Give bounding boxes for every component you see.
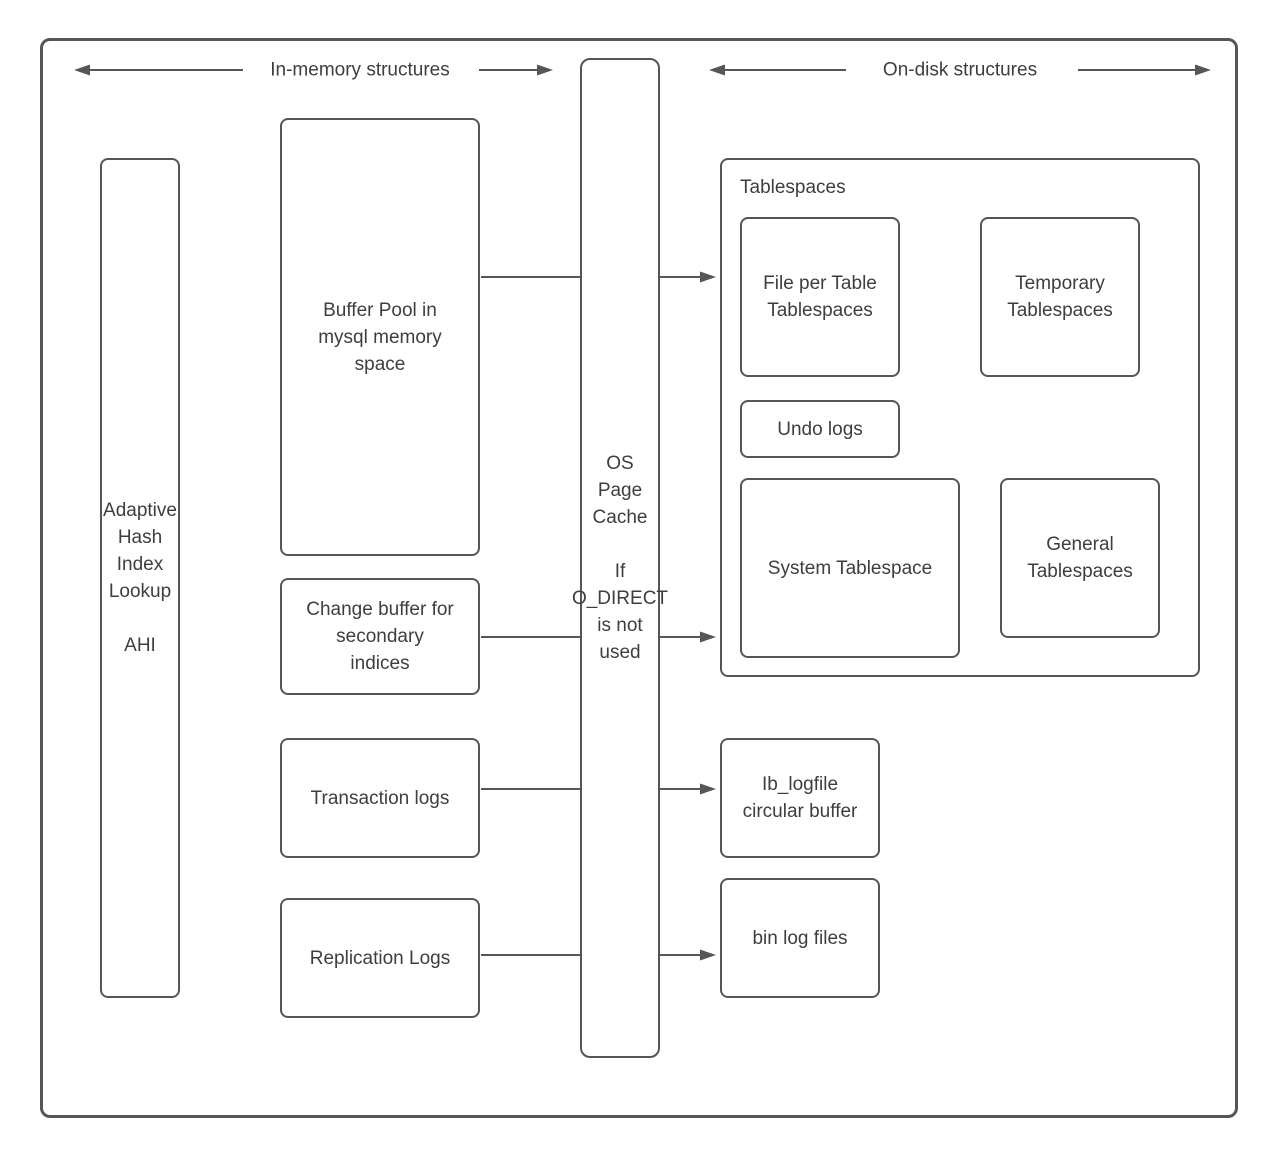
adaptive-hash-index-box: Adaptive Hash Index Lookup AHI (100, 158, 180, 998)
general-tablespaces-box: General Tablespaces (1000, 478, 1160, 638)
replication-logs-box: Replication Logs (280, 898, 480, 1018)
undo-logs-label: Undo logs (777, 418, 863, 440)
file-per-table-tablespaces-label: File per Table Tablespaces (763, 273, 877, 321)
file-per-table-tablespaces-box: File per Table Tablespaces (740, 217, 900, 377)
undo-logs-box: Undo logs (740, 400, 900, 458)
ib-logfile-label: Ib_logfile circular buffer (742, 774, 858, 822)
replication-logs-label: Replication Logs (309, 947, 451, 969)
tablespaces-group-box: Tablespaces (720, 158, 1200, 677)
buffer-pool-box: Buffer Pool in mysql memory space (280, 118, 480, 556)
diagram-outer-border (40, 38, 1238, 1118)
general-tablespaces-label: General Tablespaces (1027, 534, 1133, 582)
transaction-logs-box: Transaction logs (280, 738, 480, 858)
tablespaces-group-label: Tablespaces (740, 177, 846, 198)
temporary-tablespaces-label: Temporary Tablespaces (1007, 273, 1113, 321)
temporary-tablespaces-box: Temporary Tablespaces (980, 217, 1140, 377)
change-buffer-label: Change buffer for secondary indices (306, 599, 454, 674)
adaptive-hash-index-label: Adaptive Hash Index Lookup AHI (103, 500, 177, 656)
os-page-cache-box: OS Page Cache If O_DIRECT is not used (572, 58, 668, 1058)
system-tablespace-box: System Tablespace (740, 478, 960, 658)
in-memory-header: In-memory structures (270, 59, 450, 81)
os-page-cache-label: OS Page Cache If O_DIRECT is not used (571, 453, 669, 663)
on-disk-header: On-disk structures (882, 59, 1038, 81)
transaction-logs-label: Transaction logs (310, 787, 450, 809)
system-tablespace-label: System Tablespace (767, 557, 933, 579)
bin-log-files-box: bin log files (720, 878, 880, 998)
bin-log-files-label: bin log files (752, 927, 848, 949)
change-buffer-box: Change buffer for secondary indices (280, 578, 480, 695)
ib-logfile-box: Ib_logfile circular buffer (720, 738, 880, 858)
buffer-pool-label: Buffer Pool in mysql memory space (318, 299, 442, 375)
